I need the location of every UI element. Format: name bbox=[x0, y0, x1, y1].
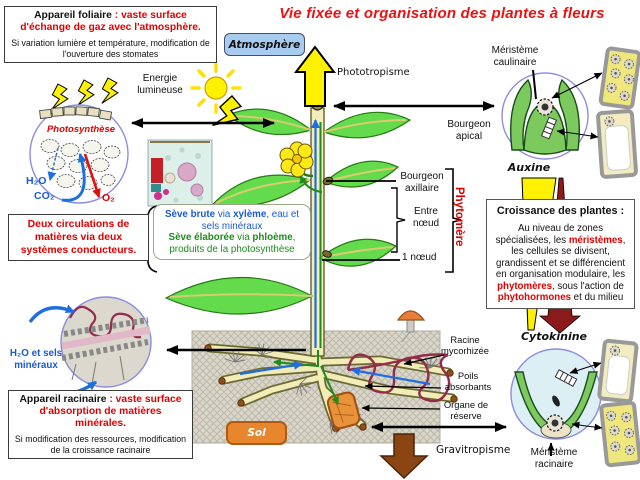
growth-box-heading: Croissance des plantes : bbox=[496, 205, 625, 217]
node-label: 1 nœud bbox=[402, 252, 437, 263]
root-section-circle bbox=[60, 296, 152, 388]
gravitropism-arrow bbox=[379, 433, 429, 480]
o2-out-arrow bbox=[83, 153, 101, 198]
root-tips bbox=[204, 344, 458, 432]
atmosphere-chip: Atmosphère bbox=[224, 33, 305, 56]
flower bbox=[279, 141, 314, 178]
gravitropism-label: Gravitropisme bbox=[436, 444, 511, 456]
plant-growth-box: Croissance des plantes : Au niveau de zo… bbox=[486, 199, 635, 310]
phytomere-pointer-lines bbox=[322, 168, 462, 273]
light-energy-label: Energie lumineuse bbox=[137, 73, 183, 96]
node-bud bbox=[322, 250, 332, 258]
page-title: Vie fixée et organisation des plantes à … bbox=[279, 5, 605, 22]
shoot-meristem-label: Méristème caulinaire bbox=[491, 45, 539, 68]
leaf-section-circle bbox=[29, 104, 129, 204]
phototropism-arrow bbox=[293, 45, 337, 107]
plant-stem bbox=[310, 107, 325, 357]
root-meristem-label: Méristème racinaire bbox=[530, 447, 578, 470]
two-circulations-box: Deux circulations de matières via deux s… bbox=[8, 214, 149, 261]
elongated-cell-bottom bbox=[597, 338, 639, 404]
root-system-box: Appareil racinaire : vaste surface d'abs… bbox=[8, 390, 193, 460]
dividing-cells-top bbox=[598, 46, 640, 110]
storage-organ-label: Organe de réserve bbox=[443, 399, 489, 422]
foliar-box-sub: Si variation lumière et température, mod… bbox=[11, 38, 210, 59]
foliar-box-red: : vaste surface d'échange de gaz avec l'… bbox=[20, 10, 201, 34]
internode-label: Entre nœud bbox=[412, 206, 440, 229]
sap-flow-arrows bbox=[239, 119, 431, 405]
phytomere-label: Phytomère bbox=[453, 187, 465, 247]
auxin-label: Auxine bbox=[507, 161, 551, 174]
foliar-box-lead: Appareil foliaire bbox=[34, 10, 112, 21]
dividing-cells-bottom bbox=[599, 400, 640, 468]
cytokinin-label: Cytokinine bbox=[520, 330, 588, 343]
sap-box: Sève brute via xylème, eau et sels minér… bbox=[153, 204, 311, 261]
phototropism-label: Phototropisme bbox=[337, 67, 410, 78]
root-box-red: : vaste surface d'absorption de matières… bbox=[39, 394, 182, 430]
h2o-label: H₂O bbox=[26, 175, 47, 187]
cell-pointer-arrows bbox=[551, 72, 603, 431]
root-meristem-circle bbox=[510, 348, 602, 456]
elongated-cell-top bbox=[596, 109, 638, 179]
foliar-system-box: Appareil foliaire : vaste surface d'écha… bbox=[4, 6, 217, 64]
shoot-meristem-circle bbox=[501, 69, 589, 160]
connector-arrows bbox=[131, 101, 507, 432]
label-pointer-arrows bbox=[361, 354, 445, 412]
water-minerals-label: H₂O et sels minéraux bbox=[9, 348, 63, 371]
apical-bud-label: Bourgeon apical bbox=[447, 119, 491, 142]
co2-label: CO₂ bbox=[34, 190, 55, 202]
root-box-sub: Si modification des ressources, modifica… bbox=[14, 434, 187, 455]
soil-chip: Sol bbox=[226, 421, 287, 445]
axillary-bud-label: Bourgeon axillaire bbox=[400, 171, 444, 194]
root-box-lead: Appareil racinaire bbox=[19, 394, 107, 405]
stem-micrograph bbox=[147, 139, 213, 207]
mycorrhiza-network bbox=[346, 353, 451, 403]
mycorrhizal-root-label: Racine mycorhizée bbox=[441, 334, 489, 357]
o2-label: O₂ bbox=[102, 192, 115, 204]
photosynthesis-label: Photosynthèse bbox=[46, 124, 116, 135]
root-hairs-label: Poils absorbants bbox=[444, 370, 492, 393]
mushroom-icon bbox=[396, 310, 426, 343]
co2-in-arrow bbox=[61, 153, 87, 202]
